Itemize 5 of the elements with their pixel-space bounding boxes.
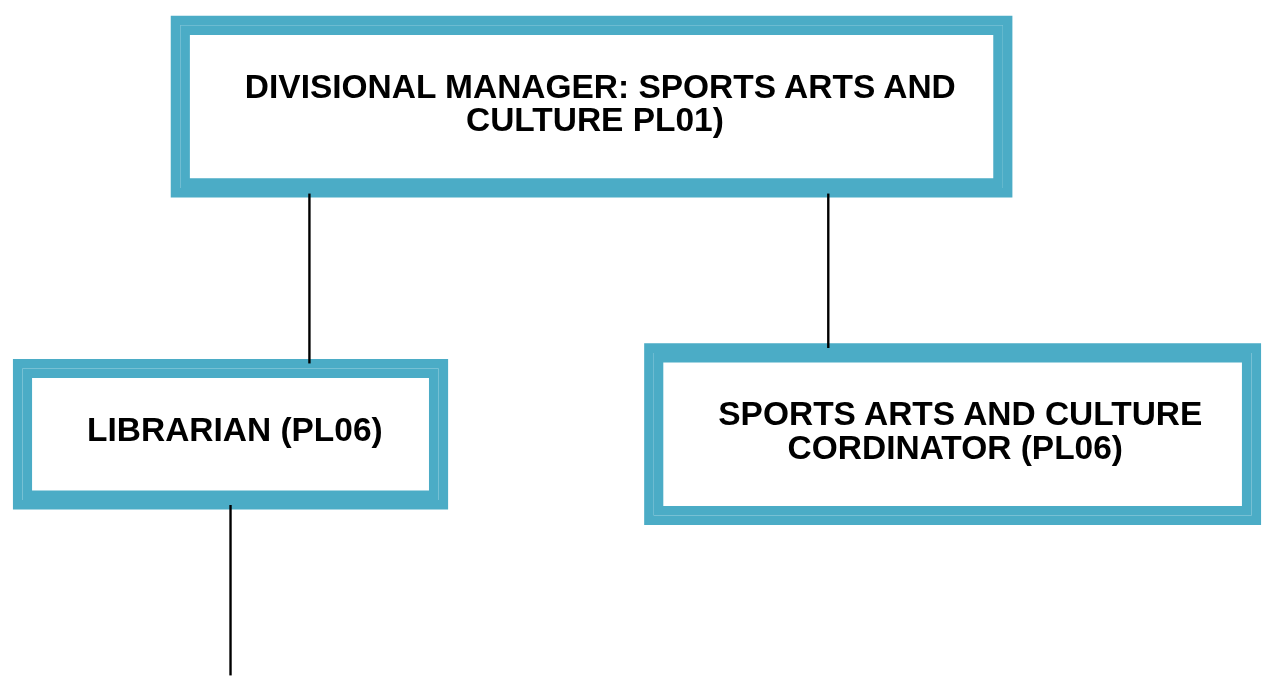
connector bbox=[308, 193, 311, 363]
node-box: SPORTS ARTS AND CULTURE CORDINATOR (PL06) bbox=[644, 342, 1262, 525]
node-box: DIVISIONAL MANAGER: SPORTS ARTS AND CULTURE PL01) bbox=[170, 15, 1013, 197]
node-box: LIBRARIAN (PL06) bbox=[12, 358, 449, 510]
connector bbox=[827, 193, 830, 348]
